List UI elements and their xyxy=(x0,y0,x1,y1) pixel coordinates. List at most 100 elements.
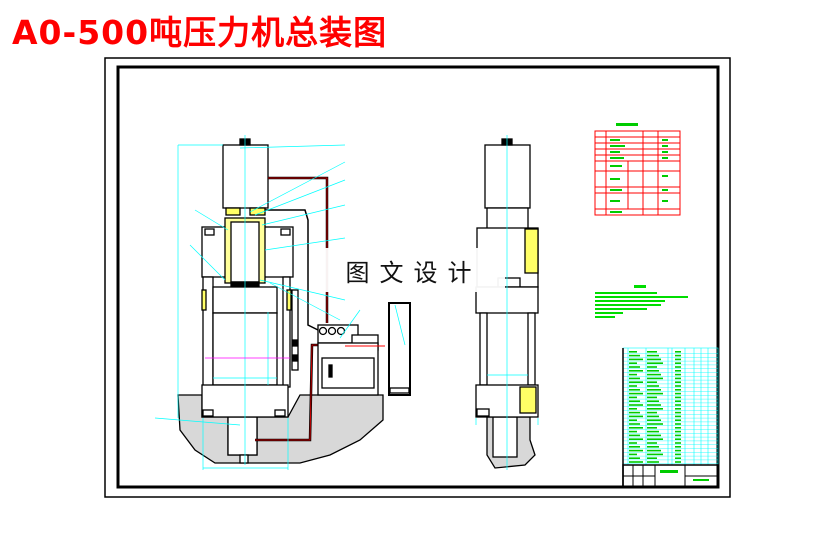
parts-row-text xyxy=(675,411,681,414)
drawing-title: A0-500吨压力机总装图 xyxy=(12,13,388,52)
parts-row-text xyxy=(647,461,659,463)
parts-row-text xyxy=(647,354,659,357)
title-block xyxy=(622,348,719,488)
parts-row-text xyxy=(647,366,657,368)
parts-row-text xyxy=(675,392,681,395)
parts-row-text xyxy=(647,430,659,433)
parts-row-text xyxy=(675,434,681,437)
parts-row-text xyxy=(675,430,681,433)
parts-row-text xyxy=(647,446,659,448)
parts-row-text xyxy=(647,385,659,387)
parts-row-text xyxy=(675,373,681,376)
title-block-code xyxy=(693,479,709,481)
parts-row-text xyxy=(629,362,637,364)
parts-row-text xyxy=(675,354,681,357)
technical-parameter-table xyxy=(594,130,681,216)
parts-row-text xyxy=(675,453,681,456)
side-view-centerlines xyxy=(475,135,539,470)
parts-row-text xyxy=(675,400,681,402)
parts-row-text xyxy=(647,427,657,429)
parts-row-text xyxy=(629,423,640,425)
parts-row-text xyxy=(647,389,661,391)
title-block-name xyxy=(660,470,678,473)
parts-list-rows xyxy=(623,351,718,464)
watermark-text: 图文设计 xyxy=(345,258,482,287)
parts-row-text xyxy=(629,366,640,368)
inner-frame xyxy=(116,65,720,489)
parts-row-text xyxy=(629,461,643,463)
parts-row-text xyxy=(675,438,681,440)
parts-row-text xyxy=(647,370,659,372)
parts-row-text xyxy=(629,377,640,380)
parts-row-text xyxy=(629,408,637,410)
parts-row-text xyxy=(629,370,643,372)
parts-row-text xyxy=(675,396,681,399)
parts-row-text xyxy=(629,358,643,361)
parts-row-text xyxy=(647,442,657,444)
parts-row-text xyxy=(675,442,681,444)
parts-row-text xyxy=(629,430,637,433)
parts-row-text xyxy=(629,438,643,440)
parts-row-text xyxy=(629,442,637,444)
table-text-marks xyxy=(610,123,668,213)
side-top-cylinder xyxy=(484,144,531,209)
parts-row-text xyxy=(647,396,657,399)
parts-row-text xyxy=(675,351,681,353)
parts-row-text xyxy=(647,408,663,410)
parts-row-text xyxy=(675,370,681,372)
parts-row-text xyxy=(629,419,637,421)
parts-row-text xyxy=(629,392,643,395)
seal-block xyxy=(225,207,241,216)
parts-row-text xyxy=(647,457,657,459)
parts-row-text xyxy=(675,362,681,364)
parts-row-text xyxy=(647,434,661,437)
parts-row-text xyxy=(675,457,681,459)
parts-row-text xyxy=(647,423,663,425)
parts-row-text xyxy=(647,449,661,452)
parts-row-text xyxy=(629,354,640,357)
parts-row-text xyxy=(629,449,643,452)
parts-row-text xyxy=(629,457,640,459)
parts-row-text xyxy=(629,351,637,353)
parts-row-text xyxy=(647,453,663,456)
parts-row-text xyxy=(647,362,663,364)
parts-row-text xyxy=(675,446,681,448)
electric-cabinet xyxy=(388,302,411,396)
parts-row-text xyxy=(675,385,681,387)
top-cylinder xyxy=(222,144,269,209)
front-view-centerlines xyxy=(154,135,406,470)
parts-row-text xyxy=(647,351,657,353)
parts-row-text xyxy=(629,434,640,437)
technical-notes xyxy=(595,285,688,318)
parts-row-text xyxy=(647,415,659,418)
parts-row-text xyxy=(675,461,681,463)
parts-row-text xyxy=(629,427,643,429)
parts-row-text xyxy=(629,400,640,402)
parts-row-text xyxy=(629,446,640,448)
parts-row-text xyxy=(629,373,637,376)
parts-row-text xyxy=(675,389,681,391)
parts-row-text xyxy=(675,381,681,383)
parts-row-text xyxy=(675,404,681,406)
parts-row-text xyxy=(647,400,659,402)
parts-row-text xyxy=(647,404,661,406)
front-view xyxy=(177,138,411,464)
parts-row-text xyxy=(647,377,663,380)
parts-row-text xyxy=(675,423,681,425)
parts-row-text xyxy=(629,385,637,387)
parts-row-text xyxy=(647,419,661,421)
parts-row-text xyxy=(629,415,643,418)
parts-row-text xyxy=(629,389,640,391)
parts-row-text xyxy=(629,381,643,383)
parts-row-text xyxy=(675,419,681,421)
parts-row-text xyxy=(647,438,663,440)
watermark: 图文设计 xyxy=(322,248,505,292)
parts-row-text xyxy=(675,408,681,410)
parts-row-text xyxy=(675,358,681,361)
parts-row-text xyxy=(675,415,681,418)
outer-frame xyxy=(104,57,731,498)
parts-row-text xyxy=(629,453,637,456)
parts-row-text xyxy=(647,411,657,414)
parts-row-text xyxy=(629,411,640,414)
